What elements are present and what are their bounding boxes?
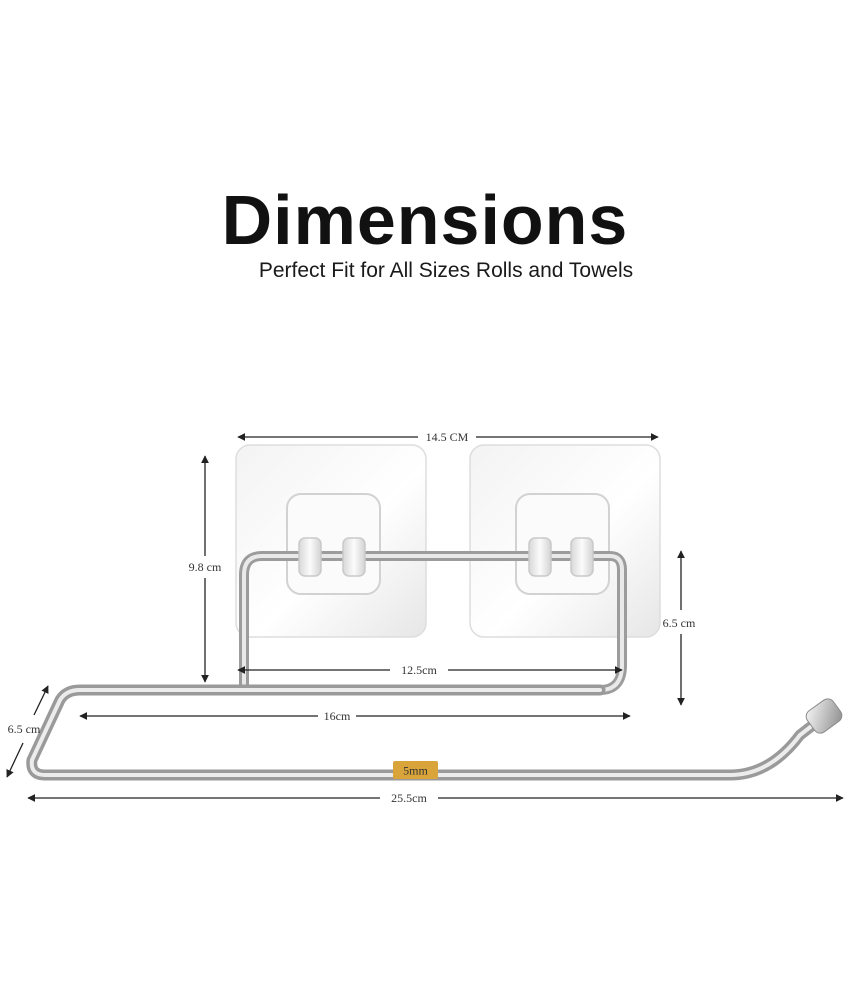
rod-diameter-label: 5mm [403,764,428,778]
middle-width-label: 16cm [324,709,351,723]
page-title: Dimensions [221,181,629,259]
left-height-label: 9.8 cm [189,560,222,574]
top-width-label: 14.5 CM [426,430,469,444]
right-height-label: 6.5 cm [663,616,696,630]
dimension-arrows [6,433,844,802]
page-subtitle: Perfect Fit for All Sizes Rolls and Towe… [258,259,634,282]
upper-chrome-frame [239,551,627,695]
inner-width-label: 12.5cm [401,663,437,677]
total-width-label: 25.5cm [391,791,427,805]
rod-diameter-badge: 5mm [393,761,438,779]
depth-label: 6.5 cm [8,722,41,736]
frame-clips [298,537,594,577]
right-adhesive-pad [469,444,661,638]
left-adhesive-pad [235,444,427,638]
lower-chrome-rod [26,684,843,781]
